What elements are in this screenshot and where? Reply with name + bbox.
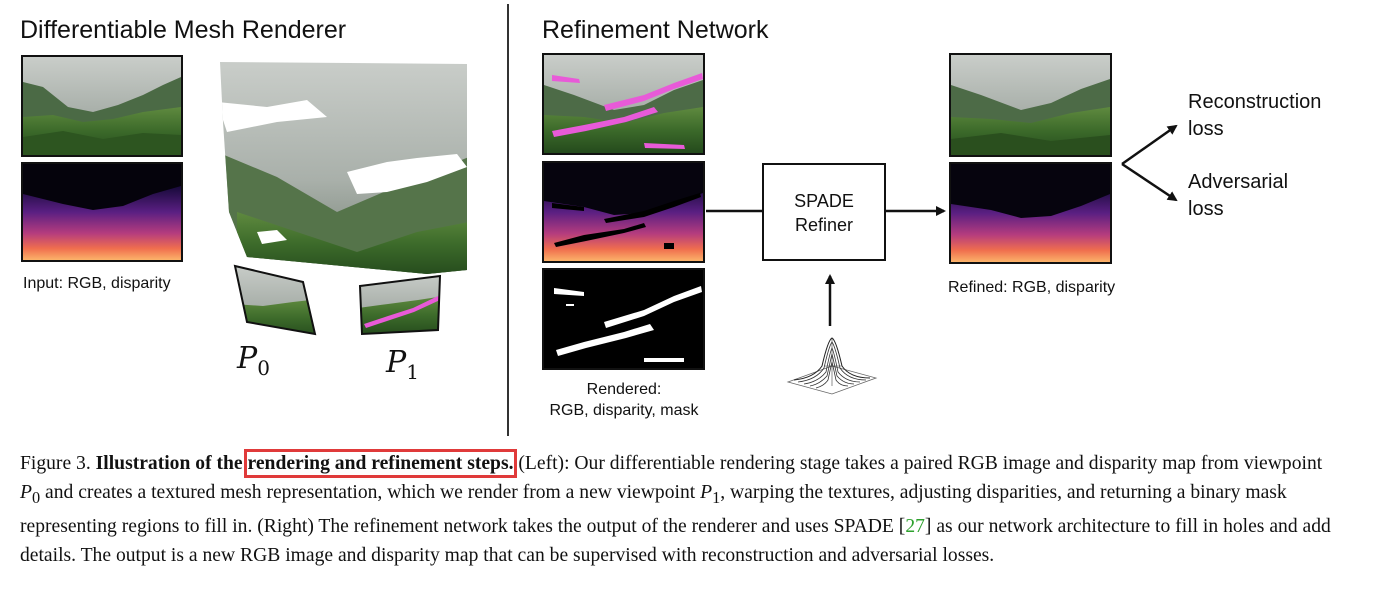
caption-p0: P (20, 482, 32, 503)
rendered-mask-image (542, 268, 705, 370)
arrows-layer (700, 110, 1220, 340)
left-panel-title: Differentiable Mesh Renderer (20, 16, 347, 44)
caption-bold-lead: Illustration of the (95, 453, 248, 474)
caption-p1-sub: 1 (712, 487, 721, 507)
caption-p0-sub: 0 (31, 487, 41, 507)
caption-p1: P (700, 482, 713, 503)
right-panel-title: Refinement Network (542, 16, 769, 44)
camera-p1-view (358, 272, 444, 336)
reconstruction-loss-label: Reconstruction loss (1188, 91, 1322, 140)
pose-p0-label: P0 (237, 341, 270, 380)
input-rgb-image (21, 55, 183, 157)
rendered-disparity-image (542, 161, 705, 263)
refined-label: Refined: RGB, disparity (948, 279, 1116, 296)
caption-highlighted-phrase: rendering and refinement steps. (243, 449, 518, 478)
panel-divider (507, 4, 509, 436)
arrow-to-adversarial-loss (1121, 162, 1178, 202)
adversarial-loss-label: Adversarial loss (1188, 171, 1289, 220)
refined-disparity-image (949, 162, 1112, 264)
spade-refiner-box: SPADE Refiner (762, 163, 886, 261)
refined-rgb-image (949, 53, 1112, 157)
citation-link[interactable]: 27 (905, 515, 925, 537)
caption-part-4: ] as our network architecture to fill in… (20, 515, 1331, 566)
rendered-label: Rendered: RGB, disparity, mask (549, 381, 699, 419)
gaussian-noise-plot (784, 336, 880, 398)
input-label: Input: RGB, disparity (23, 275, 171, 292)
caption-part-3: , warping the textures, adjusting dispar… (20, 482, 1287, 537)
pose-p1-label: P1 (386, 345, 419, 384)
caption-prefix: Figure 3. (20, 453, 96, 474)
camera-p0-view (233, 264, 319, 338)
rendered-rgb-image (542, 53, 705, 155)
caption-part-1: (Left): Our differentiable rendering sta… (513, 453, 1323, 474)
input-disparity-image (21, 162, 183, 262)
figure-caption: Figure 3. Illustration of the rendering … (20, 449, 1340, 570)
warped-mesh-render (217, 62, 469, 277)
caption-part-2: and creates a textured mesh representati… (40, 482, 701, 503)
arrow-to-reconstruction-loss (1121, 124, 1178, 166)
